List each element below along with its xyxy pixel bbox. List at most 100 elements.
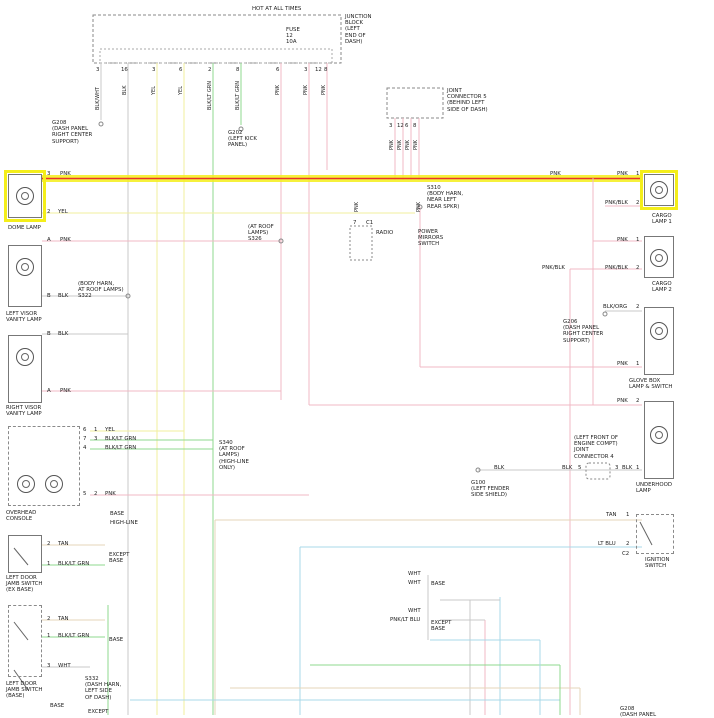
fuse-label: FUSE 12 10A (286, 27, 300, 46)
joint-connector-5 (386, 87, 444, 119)
underhood-label: UNDERHOOD LAMP (636, 482, 672, 495)
dome-wire-pnk: PNK (60, 171, 71, 177)
ignition-wire-tan: TAN (606, 512, 617, 518)
cargo-lamp-1-label: CARGO LAMP 1 (652, 213, 672, 226)
oc-wire-blk-ltgrn-1: BLK/LT GRN (105, 436, 137, 442)
ignition-conn-c2: C2 (622, 551, 630, 557)
jc5-wire-color-2: PNK (397, 139, 403, 150)
ground-g206: G206 (DASH PANEL RIGHT CENTER SUPPORT) (563, 319, 604, 344)
top-wire-color-8: PNK (303, 84, 309, 95)
bottom-option-base: BASE (50, 703, 65, 709)
left-visor-bulb-icon (16, 258, 34, 276)
jc4-pin-3: 3 (615, 465, 619, 471)
ljb-wire-blk-ltgrn: BLK/LT GRN (58, 633, 90, 639)
pnk-lt-blu-wire: PNK/LT BLU (390, 617, 421, 623)
overhead-console-label: OVERHEAD CONSOLE (6, 510, 37, 523)
top-wire-color-5: BLK/LT GRN (207, 80, 213, 110)
power-mirrors-switch-label: POWER MIRRORS SWITCH (418, 229, 444, 248)
left-visor-wire-blk: BLK (58, 293, 69, 299)
oc-pin-1: 1 (94, 427, 98, 433)
oc-option-high-line: HIGH-LINE (110, 520, 138, 526)
left-door-jamb-switch-base (8, 605, 42, 677)
radio-wire-pnk: PNK (354, 201, 360, 212)
oc-pin-5: 5 (83, 491, 87, 497)
cargo2-wire-pnk: PNK (617, 237, 628, 243)
underhood-pin-2: 2 (636, 398, 640, 404)
ljex-wire-tan: TAN (58, 541, 69, 547)
radio-conn-c1: C1 (366, 220, 374, 226)
radio-label: RADIO (376, 230, 394, 236)
oc-pin-6: 6 (83, 427, 87, 433)
oc-pin-4: 4 (83, 445, 87, 451)
top-wire-color-2: BLK (122, 85, 128, 96)
top-pin-4: 6 (179, 67, 183, 73)
top-pin-6: 8 (236, 67, 240, 73)
cargo-lamp-1-highlight (640, 170, 678, 210)
right-visor-pin-b: B (47, 331, 51, 337)
left-door-jamb-ex-base-label: LEFT DOOR JAMB SWITCH (EX BASE) (6, 575, 43, 594)
cargo1-wire-pnk-blk: PNK/BLK (605, 200, 628, 206)
jc4-pin-5: 5 (578, 465, 582, 471)
oc-pin-2: 2 (94, 491, 98, 497)
glove-box-wire-pnk: PNK (617, 361, 628, 367)
dome-lamp-bulb-icon (16, 187, 34, 205)
dome-lamp (8, 174, 42, 218)
dome-pin-3: 3 (47, 171, 51, 177)
jc5-pin-2: 12 (397, 123, 404, 129)
jc5-wire-color-1: PNK (389, 139, 395, 150)
overhead-bulb-1-icon (17, 475, 35, 493)
joint-connector-4 (585, 462, 611, 480)
top-pin-10: 8 (324, 67, 328, 73)
ground-g208-bottom: G208 (DASH PANEL (620, 706, 657, 718)
underhood-lamp (644, 401, 674, 479)
dome-wire-yel: YEL (58, 209, 68, 215)
top-wire-color-3: YEL (151, 86, 157, 95)
glove-box-lamp (644, 307, 674, 375)
jc5-wire-color-4: PNK (413, 139, 419, 150)
left-visor-label: LEFT VISOR VANITY LAMP (6, 311, 42, 324)
junction-block-inner (99, 48, 333, 64)
ground-g208-top: G208 (DASH PANEL RIGHT CENTER SUPPORT) (52, 120, 93, 145)
underhood-bulb-icon (650, 426, 668, 444)
dome-lamp-highlight (4, 170, 46, 222)
ignition-switch-label: IGNITION SWITCH (645, 557, 670, 570)
cargo-lamp-1 (644, 174, 674, 206)
ignition-wire-lt-blu: LT BLU (598, 541, 616, 547)
glove-box-label: GLOVE BOX LAMP & SWITCH (629, 378, 673, 391)
left-visor-vanity-lamp (8, 245, 42, 307)
bottom-option-except: EXCEPT (88, 709, 109, 715)
left-visor-pin-a: A (47, 237, 51, 243)
top-pin-8: 3 (304, 67, 308, 73)
splice-s332: S332 (DASH HARN, LEFT SIDE OF DASH) (85, 676, 122, 701)
radio-pin-7: 7 (353, 220, 357, 226)
joint-connector-4-label: (LEFT FRONT OF ENGINE COMPT) JOINT CONNE… (574, 435, 618, 460)
cargo2-wire-pnk-blk-left: PNK/BLK (542, 265, 565, 271)
ljb-pin-2: 2 (47, 616, 51, 622)
top-pin-2: 16 (121, 67, 128, 73)
splice-s340: S340 (AT ROOF LAMPS) (HIGH-LINE ONLY) (219, 440, 249, 471)
cargo1-pin-1: 1 (636, 171, 640, 177)
glove-box-wire-blk-org: BLK/ORG (603, 304, 628, 310)
ignition-pin-2: 2 (626, 541, 630, 547)
cargo-lamp-2-label: CARGO LAMP 2 (652, 281, 672, 294)
hot-at-all-times-title: HOT AT ALL TIMES (252, 6, 302, 12)
oc-wire-blk-ltgrn-2: BLK/LT GRN (105, 445, 137, 451)
ljex-pin-1: 1 (47, 561, 51, 567)
left-visor-pin-b: B (47, 293, 51, 299)
top-pin-9: 12 (315, 67, 322, 73)
cargo-lamp-2-bulb-icon (650, 249, 668, 267)
ljb-option-base: BASE (109, 637, 124, 643)
wht-wire-1: WHT (408, 571, 421, 577)
top-wire-color-9: PNK (321, 84, 327, 95)
right-visor-vanity-lamp (8, 335, 42, 403)
oc-pin-7: 7 (83, 436, 87, 442)
ljex-wire-blk-ltgrn: BLK/LT GRN (58, 561, 90, 567)
jc5-pin-3: 6 (405, 123, 409, 129)
top-wire-color-7: PNK (275, 84, 281, 95)
cargo1-wire-pnk: PNK (617, 171, 628, 177)
left-door-jamb-switch-ex-base (8, 535, 42, 573)
splice-s322: (BODY HARN, AT ROOF LAMPS) S322 (78, 281, 124, 300)
splice-s310: S310 (BODY HARN, NEAR LEFT REAR SPKR) (427, 185, 464, 210)
oc-wire-yel: YEL (105, 427, 115, 433)
junction-block-label: JUNCTION BLOCK (LEFT END OF DASH) (345, 14, 372, 45)
